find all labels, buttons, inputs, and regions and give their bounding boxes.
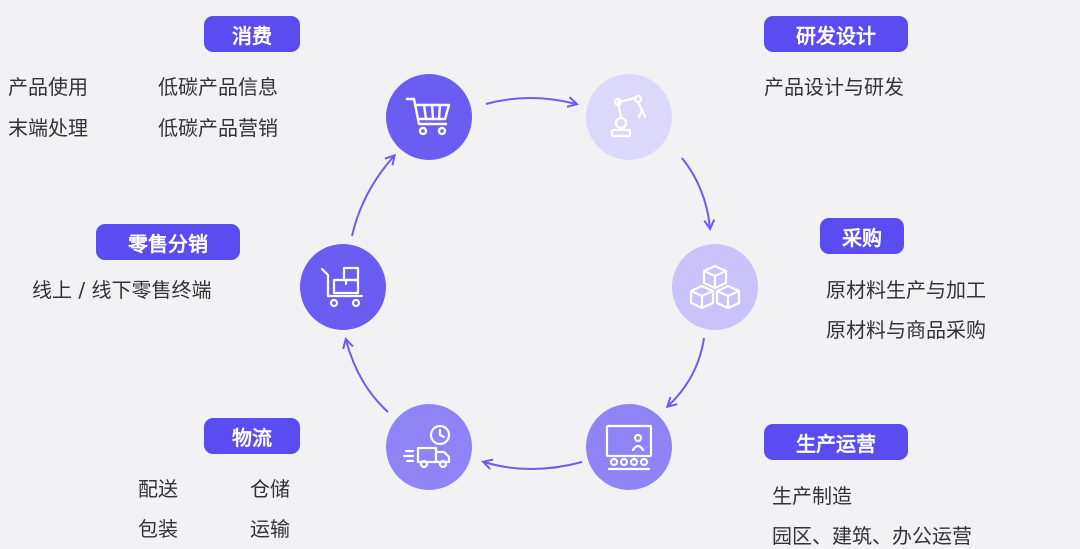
production-node: [586, 404, 672, 490]
procurement-item: 原材料与商品采购: [826, 318, 986, 342]
consumption-item: 末端处理: [8, 116, 88, 140]
production-tag: 生产运营: [764, 424, 908, 460]
consumption-node: [386, 74, 472, 160]
presentation-board-icon: [605, 424, 653, 471]
production-item: 生产制造: [772, 484, 852, 508]
robot-arm-icon: [610, 94, 647, 138]
arrow-production-to-logistics: [484, 462, 583, 470]
logistics-node: [386, 404, 472, 490]
consumption-item: 低碳产品营销: [158, 116, 278, 140]
procurement-tag: 采购: [820, 218, 904, 254]
rnd-node: [586, 74, 672, 160]
arrow-retail-to-consumption: [351, 156, 394, 237]
logistics-item: 配送: [138, 477, 178, 501]
procurement-item: 原材料生产与加工: [826, 278, 986, 302]
consumption-item: 产品使用: [8, 75, 88, 99]
rnd-item: 产品设计与研发: [764, 75, 904, 99]
retail-tag: 零售分销: [96, 224, 240, 260]
boxes-icon: [689, 264, 741, 310]
delivery-truck-icon: [402, 424, 451, 469]
shopping-cart-icon: [405, 97, 451, 136]
arrow-rnd-to-procurement: [681, 157, 710, 228]
arrow-consumption-to-rnd: [485, 98, 576, 104]
retail-node: [300, 244, 386, 330]
logistics-item: 包装: [138, 517, 178, 541]
consumption-tag: 消费: [204, 16, 300, 52]
rnd-tag: 研发设计: [764, 16, 908, 52]
logistics-item: 运输: [250, 517, 290, 541]
production-item: 园区、建筑、办公运营: [772, 524, 972, 548]
arrow-logistics-to-retail: [346, 340, 389, 413]
logistics-tag: 物流: [204, 418, 300, 454]
procurement-node: [672, 244, 758, 330]
arrow-procurement-to-production: [668, 337, 705, 406]
cart-trolley-icon: [320, 266, 364, 308]
logistics-item: 仓储: [250, 477, 290, 501]
retail-item: 线上 / 线下零售终端: [32, 278, 212, 302]
consumption-item: 低碳产品信息: [158, 75, 278, 99]
